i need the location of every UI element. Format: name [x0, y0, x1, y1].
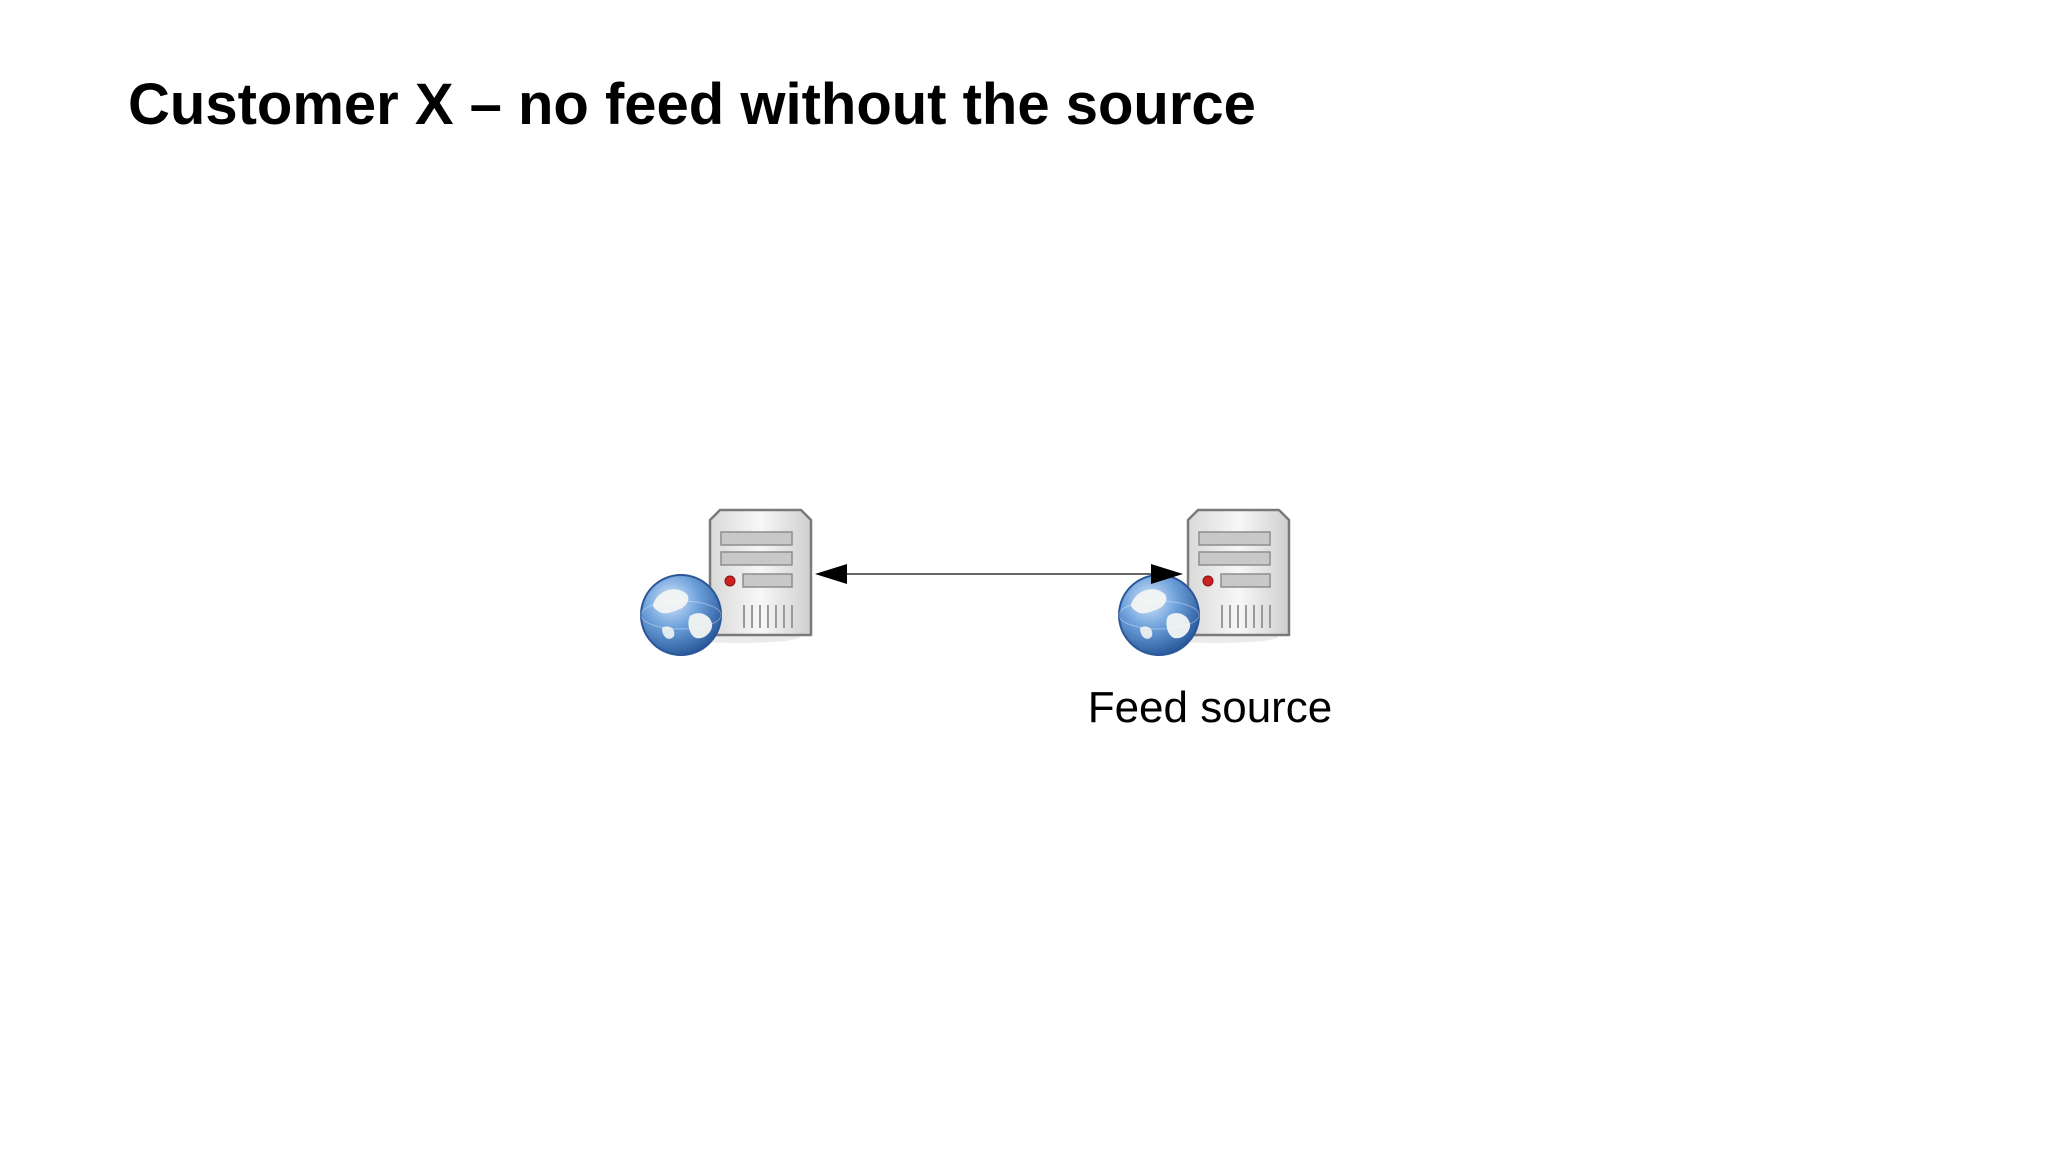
- feed-source-server-icon: [1117, 508, 1291, 657]
- slide-title: Customer X – no feed without the source: [128, 72, 1256, 137]
- feed-source-label: Feed source: [1087, 683, 1333, 732]
- customer-x-server-icon: [639, 508, 813, 657]
- bidirectional-connector: [815, 564, 1183, 584]
- right-arrowhead-icon: [1151, 564, 1183, 584]
- left-arrowhead-icon: [815, 564, 847, 584]
